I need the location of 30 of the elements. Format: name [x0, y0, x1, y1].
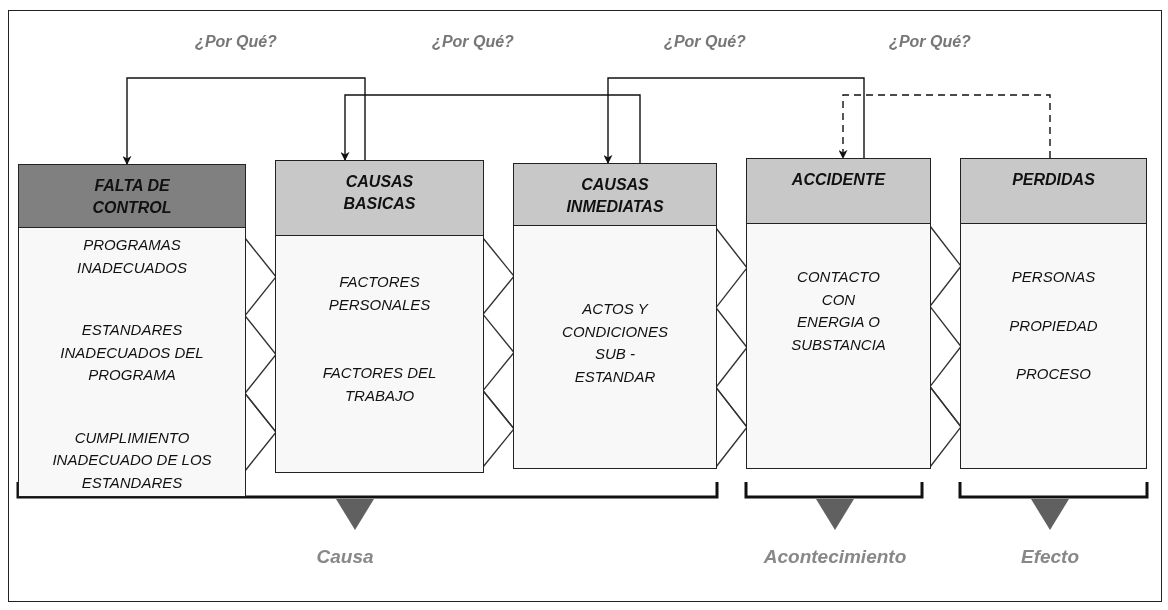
body-text: CUMPLIMIENTO INADECUADO DE LOS ESTANDARES: [51, 427, 213, 493]
chevron-arrow: [715, 227, 748, 468]
chevron-arrow: [929, 225, 962, 468]
body-text: FACTORES DEL TRABAJO: [321, 363, 438, 406]
column-header: PERDIDAS: [960, 158, 1147, 224]
body-text: CONTACTO CON ENERGIA O SUBSTANCIA: [790, 267, 887, 355]
edge-label: ¿Por Qué?: [432, 33, 514, 51]
edge-label: ¿Por Qué?: [664, 33, 746, 51]
column-header: CAUSAS INMEDIATAS: [513, 163, 717, 226]
column-header: ACCIDENTE: [746, 158, 931, 224]
arrow: [838, 94, 1051, 159]
group-label: Acontecimiento: [763, 546, 907, 568]
body-text: PROGRAMAS INADECUADOS: [76, 235, 188, 278]
column-header: FALTA DE CONTROL: [18, 164, 246, 228]
arrow: [603, 77, 865, 164]
edge-label: ¿Por Qué?: [889, 33, 971, 51]
edge-label: ¿Por Qué?: [195, 33, 277, 51]
chevron-arrow: [244, 237, 277, 472]
group-label: Efecto: [1020, 546, 1080, 568]
arrow: [122, 77, 366, 165]
body-text: ESTANDARES INADECUADOS DEL PROGRAMA: [59, 320, 205, 385]
body-text: ACTOS Y CONDICIONES SUB - ESTANDAR: [561, 299, 669, 387]
body-text: PROPIEDAD: [1008, 315, 1099, 336]
body-text: FACTORES PERSONALES: [327, 272, 432, 315]
body-text: PROCESO: [1015, 364, 1092, 384]
group-label: Causa: [316, 546, 374, 568]
chevron-arrow: [482, 237, 515, 468]
arrow: [340, 94, 641, 164]
body-text: PERSONAS: [1010, 267, 1097, 287]
column-header: CAUSAS BASICAS: [275, 160, 484, 236]
